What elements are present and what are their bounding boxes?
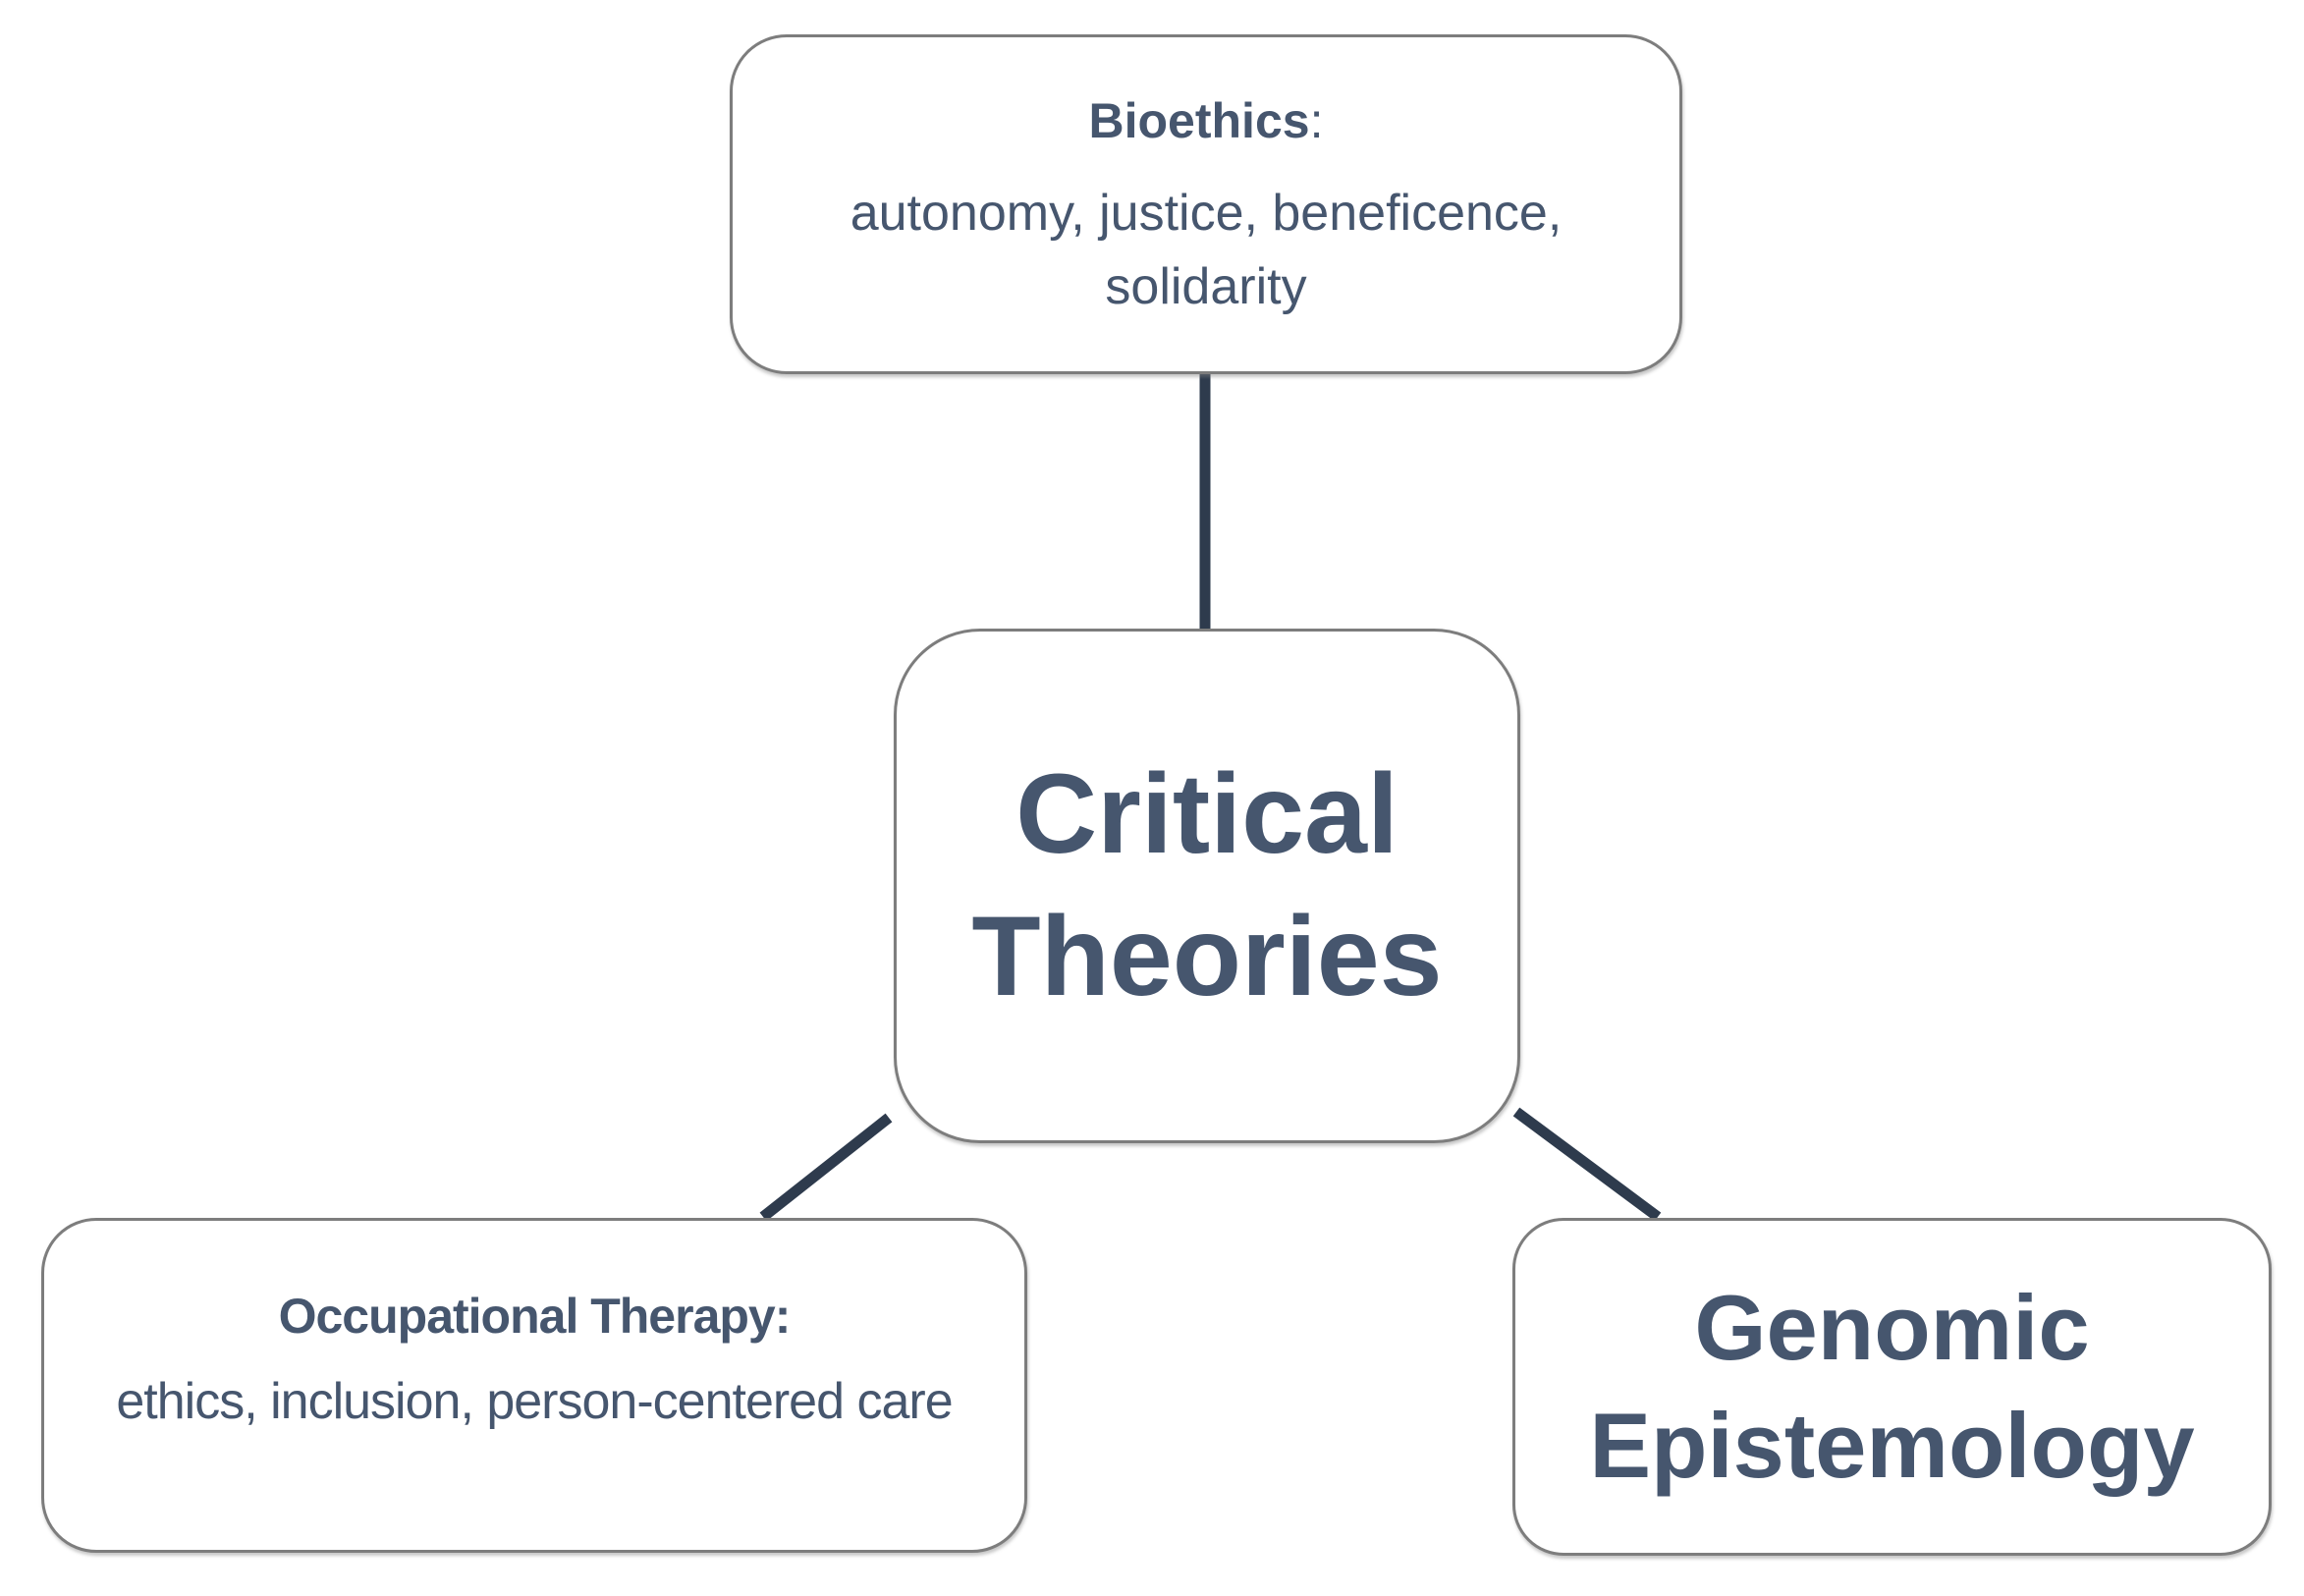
node-occupational-therapy-title: Occupational Therapy: — [278, 1289, 792, 1345]
node-bioethics-body: autonomy, justice, beneficence, solidari… — [850, 184, 1563, 315]
node-bioethics-title: Bioethics: — [1089, 92, 1324, 149]
node-occupational-therapy: Occupational Therapy: ethics, inclusion,… — [41, 1218, 1027, 1553]
node-bioethics-title-colon: : — [1309, 92, 1324, 148]
node-critical-theories: Critical Theories — [894, 629, 1520, 1143]
node-occupational-therapy-body: ethics, inclusion, person-centered care — [116, 1373, 953, 1431]
node-bioethics-title-text: Bioethics — [1088, 92, 1310, 148]
node-bioethics: Bioethics: autonomy, justice, beneficenc… — [730, 34, 1682, 374]
connector-critical-theories-to-genomic-epistemology — [1512, 1107, 1662, 1222]
connector-critical-theories-to-occupational-therapy — [759, 1113, 893, 1222]
node-genomic-epistemology-title: Genomic Epistemology — [1589, 1275, 2195, 1497]
node-genomic-epistemology: Genomic Epistemology — [1512, 1218, 2272, 1556]
node-critical-theories-title: Critical Theories — [971, 751, 1443, 1019]
